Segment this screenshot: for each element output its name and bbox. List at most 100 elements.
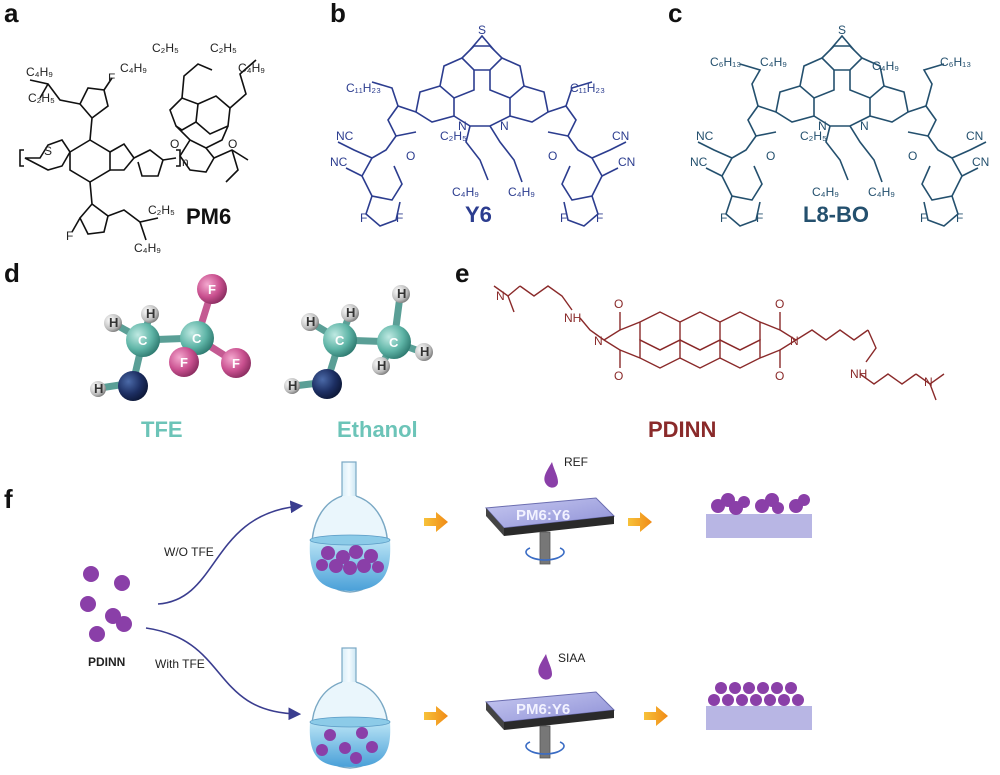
arrow-with-tfe [145,627,302,721]
y6-f-4: F [596,211,603,225]
pm6-c2-topright-a: C₂H₅ [152,41,179,55]
orange-arrow-2 [628,512,652,532]
y6-c4a: C₄H₉ [452,185,479,199]
ethanol-molecule: H H H H H H C C [284,285,433,399]
ethanol-h-4 [392,285,410,303]
y6-c2: C₂H₅ [440,129,467,143]
spin-coater-top: PM6:Y6 REF [484,455,616,565]
panel-d: d H H H [4,258,433,442]
pm6-f-top: F [108,71,115,85]
tfe-c-2 [180,321,214,355]
panel-letter-b: b [330,0,346,28]
pm6-acceptor-unit [169,59,257,183]
l8bo-structure [697,34,987,227]
tfe-f-3 [221,348,251,378]
y6-n-1: N [458,119,467,133]
l8bo-f-1: F [720,211,727,225]
l8bo-c6-left: C₆H₁₃ [710,55,741,69]
pdinn-name: PDINN [648,417,716,442]
panel-letter-a: a [4,0,19,28]
panel-letter-f: f [4,484,13,514]
pdinn-o-2: O [614,369,623,383]
pm6-structure [19,77,181,241]
y6-c11-left: C₁₁H₂₃ [346,81,381,95]
pm6-name: PM6 [186,204,231,229]
y6-o-2: O [548,149,557,163]
substrate-label-bottom: PM6:Y6 [516,701,570,718]
l8bo-labels: C₆H₁₃ C₄H₉ C₄H₉ C₆H₁₃ C₂H₅ C₄H₉ C₄H₉ NC … [690,23,989,227]
ethanol-name: Ethanol [337,417,418,442]
y6-f-3: F [560,211,567,225]
tfe-f-2 [169,347,199,377]
pm6-f-bottom: F [66,229,73,243]
l8bo-o-1: O [766,149,775,163]
tfe-f-label-3: F [232,356,240,371]
drop-label-ref: REF [564,455,588,469]
path-label-with-tfe: With TFE [155,657,205,671]
ethanol-h-5 [415,343,433,361]
ethanol-c-label-2: C [389,335,399,350]
l8bo-c2: C₂H₅ [800,129,827,143]
process-arrows [424,512,668,726]
pdinn-structure [493,285,945,401]
pm6-c4-bottom: C₄H₉ [134,241,161,255]
film-result-top [706,493,812,538]
panel-a: a [4,0,265,255]
orange-arrow-4 [644,706,668,726]
y6-structure [337,34,627,227]
l8bo-s-top: S [838,23,846,37]
substrate-label-top: PM6:Y6 [516,507,570,524]
tfe-h-label-3: H [94,381,103,396]
pdinn-n-right: N [790,334,799,348]
pm6-c4-topright-b: C₄H₉ [238,61,265,75]
ethanol-h-label-4: H [397,286,406,301]
l8bo-c4-left: C₄H₉ [760,55,787,69]
l8bo-n-1: N [818,119,827,133]
y6-f-1: F [360,211,367,225]
pm6-c4-topleft: C₄H₉ [26,65,53,79]
y6-cn-2: CN [618,155,635,169]
l8bo-c4a: C₄H₉ [812,185,839,199]
tfe-o [118,371,148,401]
panel-letter-e: e [455,258,469,288]
pm6-c2-bottom: C₂H₅ [148,203,175,217]
ethanol-c-1 [323,323,357,357]
pdinn-n-left: N [594,334,603,348]
orange-arrow-1 [424,512,448,532]
pdinn-o-3: O [775,297,784,311]
y6-c11-right: C₁₁H₂₃ [570,81,605,95]
ethanol-o [312,369,342,399]
tfe-f-label-1: F [208,282,216,297]
pdinn-o-1: O [614,297,623,311]
panel-letter-d: d [4,258,20,288]
tfe-c-1 [126,323,160,357]
drop-label-siaa: SIAA [558,651,585,665]
l8bo-n-2: N [860,119,869,133]
tfe-f-label-2: F [180,355,188,370]
ethanol-h-1 [301,313,319,331]
l8bo-cn-2: CN [972,155,989,169]
flask-bottom [309,647,391,769]
tfe-h-label-2: H [146,306,155,321]
ethanol-c-label-1: C [335,333,345,348]
y6-cn-1: CN [612,129,629,143]
tfe-c-label-1: C [138,333,148,348]
ethanol-h-6 [372,357,390,375]
l8bo-name: L8-BO [803,202,869,227]
l8bo-c4b: C₄H₉ [868,185,895,199]
l8bo-f-2: F [756,211,763,225]
pdinn-n-dimethyl-right: N [924,375,933,389]
tfe-molecule: H H H C C F F F [90,274,251,401]
tfe-h-2 [141,305,159,323]
pm6-n-subscript: n [182,155,189,169]
l8bo-nc-1: NC [696,129,714,143]
l8bo-f-4: F [956,211,963,225]
pdinn-source-particles [80,566,132,642]
droplet-top [544,462,558,488]
flask-bottom-particles [316,727,378,764]
tfe-h-1 [104,314,122,332]
ethanol-h-label-2: H [346,305,355,320]
pdinn-o-4: O [775,369,784,383]
pdinn-nh-left: NH [564,311,581,325]
l8bo-o-2: O [908,149,917,163]
